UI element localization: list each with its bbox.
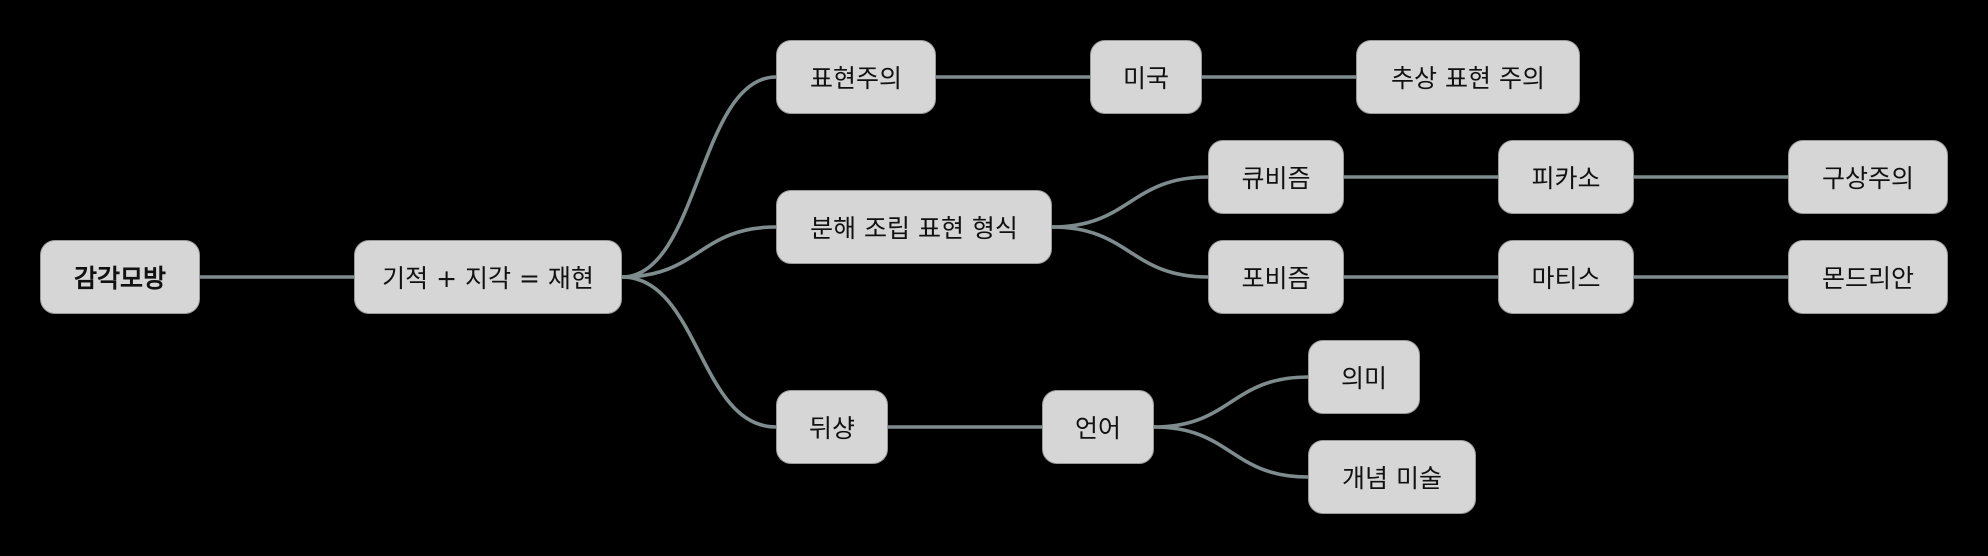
connector-language-conceptual_art: [1152, 425, 1310, 479]
node-figurative[interactable]: 구상주의: [1788, 140, 1948, 214]
node-abstract-expressionism[interactable]: 추상 표현 주의: [1356, 40, 1580, 114]
node-expressionism[interactable]: 표현주의: [776, 40, 936, 114]
node-reproduction[interactable]: 기적 + 지각 = 재현: [354, 240, 622, 314]
connector-reproduction-duchamp: [620, 275, 778, 429]
connector-deconstruction-cubism: [1050, 175, 1210, 229]
node-matisse[interactable]: 마티스: [1498, 240, 1634, 314]
connector-reproduction-deconstruction: [620, 225, 778, 279]
node-meaning[interactable]: 의미: [1308, 340, 1420, 414]
node-conceptual-art[interactable]: 개념 미술: [1308, 440, 1476, 514]
node-deconstruction[interactable]: 분해 조립 표현 형식: [776, 190, 1052, 264]
connector-deconstruction-fauvism: [1050, 225, 1210, 279]
node-language[interactable]: 언어: [1042, 390, 1154, 464]
node-cubism[interactable]: 큐비즘: [1208, 140, 1344, 214]
node-root[interactable]: 감각모방: [40, 240, 200, 314]
node-mondrian[interactable]: 몬드리안: [1788, 240, 1948, 314]
connector-reproduction-expressionism: [620, 75, 778, 279]
node-duchamp[interactable]: 뒤샹: [776, 390, 888, 464]
node-picasso[interactable]: 피카소: [1498, 140, 1634, 214]
node-usa[interactable]: 미국: [1090, 40, 1202, 114]
node-fauvism[interactable]: 포비즘: [1208, 240, 1344, 314]
connector-language-meaning: [1152, 375, 1310, 429]
